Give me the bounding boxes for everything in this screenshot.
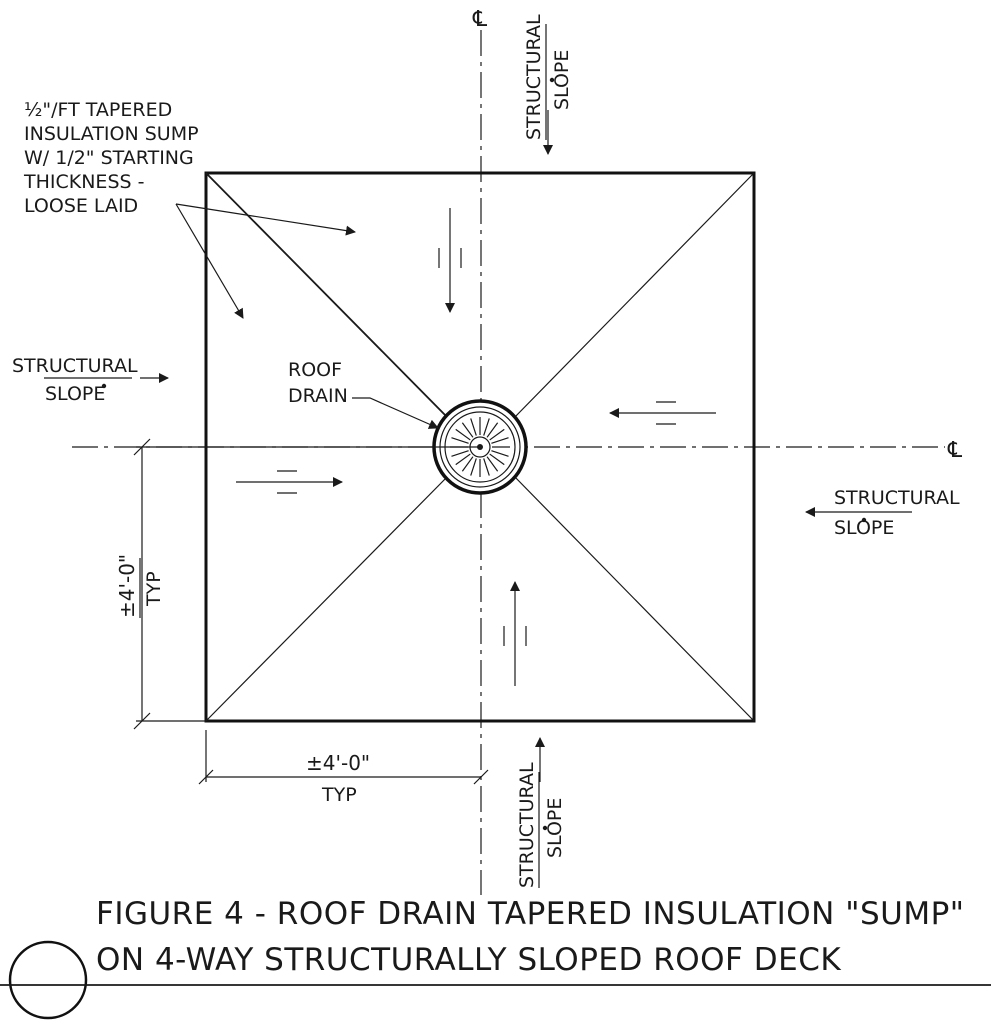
svg-text:STRUCTURAL: STRUCTURAL xyxy=(834,487,960,509)
centerline-symbol-right: ℄ xyxy=(947,438,963,463)
drain-grate-spoke xyxy=(470,418,477,436)
diagonal-bottom-left xyxy=(205,473,451,722)
svg-text:W/ 1/2" STARTING: W/ 1/2" STARTING xyxy=(24,147,194,169)
svg-text:STRUCTURAL: STRUCTURAL xyxy=(516,762,538,888)
drain-grate-spoke xyxy=(491,450,509,457)
svg-text:SLOPE: SLOPE xyxy=(834,517,894,539)
drain-grate-spoke xyxy=(461,456,474,472)
drain-grate-spoke xyxy=(451,437,469,444)
svg-text:ROOF: ROOF xyxy=(288,359,342,381)
svg-text:STRUCTURAL: STRUCTURAL xyxy=(523,14,545,140)
diagonal-top-right xyxy=(511,172,755,421)
drain-grate-spoke xyxy=(489,428,505,441)
svg-text:ON 4-WAY STRUCTURALLY SLOPED R: ON 4-WAY STRUCTURALLY SLOPED ROOF DECK xyxy=(96,942,841,978)
drain-grate-spoke xyxy=(461,422,474,438)
svg-text:DRAIN: DRAIN xyxy=(288,385,348,407)
dimension-vertical: ±4'-0" TYP xyxy=(115,438,478,730)
dimension-horizontal: ±4'-0" TYP xyxy=(198,730,489,806)
slope-arrow-top xyxy=(438,208,462,313)
svg-text:LOOSE LAID: LOOSE LAID xyxy=(24,195,138,217)
svg-text:SLOPE: SLOPE xyxy=(544,798,566,858)
svg-text:TYP: TYP xyxy=(143,571,165,607)
insulation-note: ½"/FT TAPERED INSULATION SUMP W/ 1/2" ST… xyxy=(23,99,356,319)
centerline-symbol-top: ℄ xyxy=(472,7,488,32)
drain-grate-spoke xyxy=(486,422,499,438)
drain-grate-spoke xyxy=(489,453,505,466)
svg-text:SLOPE: SLOPE xyxy=(551,50,573,110)
slope-arrow-left xyxy=(236,470,343,494)
drain-grate-spoke xyxy=(451,450,469,457)
figure-title: FIGURE 4 - ROOF DRAIN TAPERED INSULATION… xyxy=(0,896,991,1020)
diagonal-bottom-right xyxy=(511,473,755,722)
svg-text:±4'-0": ±4'-0" xyxy=(115,554,139,618)
drain-grate-spoke xyxy=(486,456,499,472)
structural-slope-left: STRUCTURAL SLOPE xyxy=(12,355,169,405)
svg-text:TYP: TYP xyxy=(321,784,357,806)
drain-grate-spoke xyxy=(483,458,490,476)
drain-grate-spoke xyxy=(470,458,477,476)
svg-text:±4'-0": ±4'-0" xyxy=(306,751,370,775)
drain-grate-spoke xyxy=(491,437,509,444)
svg-text:FIGURE 4 - ROOF DRAIN TAPERED: FIGURE 4 - ROOF DRAIN TAPERED INSULATION… xyxy=(96,896,965,932)
roof-drain-label: ROOF DRAIN xyxy=(288,359,439,429)
insulation-leader-2 xyxy=(175,203,244,319)
svg-text:INSULATION SUMP: INSULATION SUMP xyxy=(24,123,199,145)
roof-drain-leader xyxy=(352,397,439,429)
svg-text:STRUCTURAL: STRUCTURAL xyxy=(12,355,138,377)
structural-slope-top: STRUCTURAL SLOPE xyxy=(523,14,573,140)
drain-grate-spoke xyxy=(455,428,471,441)
svg-text:THICKNESS -: THICKNESS - xyxy=(23,171,144,193)
drain-grate-spoke xyxy=(455,453,471,466)
title-circle-symbol xyxy=(8,940,88,1020)
drain-grate-spoke xyxy=(483,418,490,436)
structural-slope-right: STRUCTURAL SLOPE xyxy=(805,487,960,539)
diagonal-top-left xyxy=(205,172,451,421)
structural-slope-bottom: STRUCTURAL SLOPE xyxy=(516,762,566,888)
svg-text:½"/FT TAPERED: ½"/FT TAPERED xyxy=(24,99,172,121)
slope-arrow-bottom xyxy=(503,581,527,686)
insulation-leader-1 xyxy=(175,203,356,236)
svg-text:SLOPE: SLOPE xyxy=(45,383,105,405)
slope-arrow-right xyxy=(609,401,716,425)
